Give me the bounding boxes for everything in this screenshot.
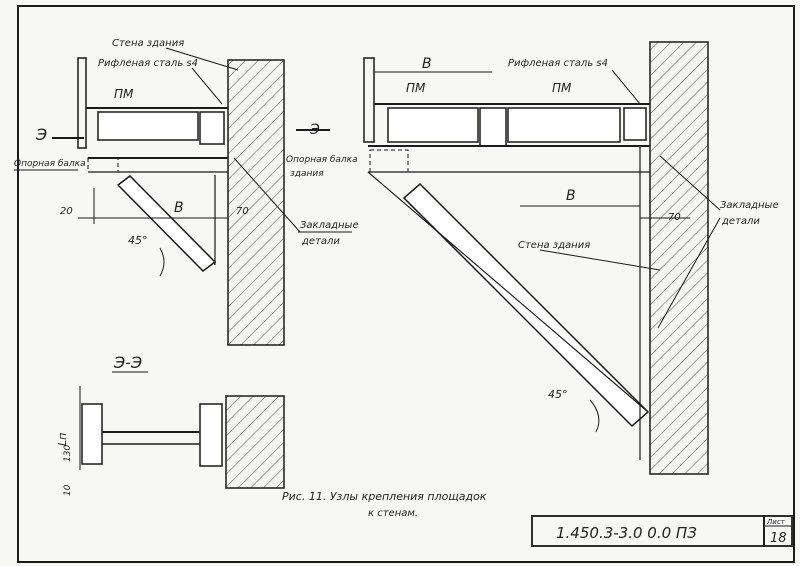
figure-caption-line-2: к стенам. <box>368 508 418 519</box>
right-dim-b: В <box>566 188 576 204</box>
right-embedded-label-2: детали <box>721 216 760 227</box>
left-wall-leader <box>165 47 239 71</box>
doc-code: 1.450.3-3.0 0.0 ПЗ <box>556 524 697 542</box>
right-embedded-leader-2 <box>657 217 721 329</box>
right-wall-section <box>649 41 709 475</box>
left-view <box>14 47 352 346</box>
left-dim-70: 70 <box>236 206 249 217</box>
right-diagonal-brace <box>402 182 650 428</box>
left-section-marker: Э <box>35 125 47 144</box>
right-beam-label-2: здания <box>290 169 324 179</box>
right-beam-label-1: Опорная балка <box>286 155 358 165</box>
left-railing-post <box>77 57 87 149</box>
section-dim-130: 130 <box>63 445 73 462</box>
right-channel-mid <box>479 107 507 147</box>
sheet-frame <box>17 5 795 563</box>
sheet-label: Лист <box>766 518 786 526</box>
right-angle-arc <box>589 399 600 433</box>
right-dim-70: 70 <box>668 212 681 223</box>
right-view <box>296 41 721 475</box>
left-embedded-leader <box>233 157 301 233</box>
left-pm-frame <box>97 111 199 141</box>
left-plate-leader <box>191 67 223 105</box>
left-beam-label: Опорная балка <box>14 159 86 169</box>
left-embedded-label-2: детали <box>301 236 340 247</box>
right-pm-left-label: ПМ <box>406 81 426 95</box>
left-angle-label: 45° <box>128 234 148 247</box>
right-angle-label: 45° <box>548 388 568 401</box>
left-angle-arc <box>159 247 165 277</box>
right-pm-left <box>387 107 479 143</box>
right-embedded-leader-1 <box>659 155 721 211</box>
section-channel <box>199 403 223 467</box>
right-pm-right-label: ПМ <box>552 81 572 95</box>
section-view <box>79 371 285 489</box>
right-dim-b-top: В <box>422 56 432 72</box>
section-dim-10: 10 <box>63 484 73 496</box>
right-plate-leader <box>611 69 641 105</box>
figure-caption-line-1: Рис. 11. Узлы крепления площадок <box>282 490 487 503</box>
right-wall-leader <box>539 249 661 271</box>
left-pm-label: ПМ <box>114 87 134 101</box>
right-section-marker: Э <box>309 122 320 138</box>
right-brace-outline <box>367 171 649 413</box>
left-diagonal-brace <box>116 175 217 272</box>
left-wall-label: Стена здания <box>112 38 184 49</box>
right-channel-wall <box>623 107 647 141</box>
left-channel <box>199 111 225 145</box>
right-railing-post <box>363 57 375 143</box>
left-dim-20: 20 <box>60 206 73 217</box>
left-wall-section <box>227 59 285 346</box>
section-wall <box>225 395 285 489</box>
title-block-sheet-cell <box>763 515 793 547</box>
title-block <box>531 515 793 547</box>
right-beam-hidden <box>369 149 409 173</box>
left-plate-label: Рифленая сталь s4 <box>98 58 198 69</box>
right-wall-label: Стена здания <box>518 240 590 251</box>
right-pm-right <box>507 107 621 143</box>
left-embedded-label-1: Закладные <box>300 220 359 231</box>
left-dim-b: В <box>174 200 184 216</box>
left-beam-hidden <box>87 157 119 173</box>
right-embedded-label-1: Закладные <box>720 200 779 211</box>
section-title: Э-Э <box>113 353 142 372</box>
section-post <box>81 403 103 465</box>
right-plate-label: Рифленая сталь s4 <box>508 58 608 69</box>
sheet-number: 18 <box>770 531 787 546</box>
section-dim-ln: Lп <box>56 433 69 446</box>
